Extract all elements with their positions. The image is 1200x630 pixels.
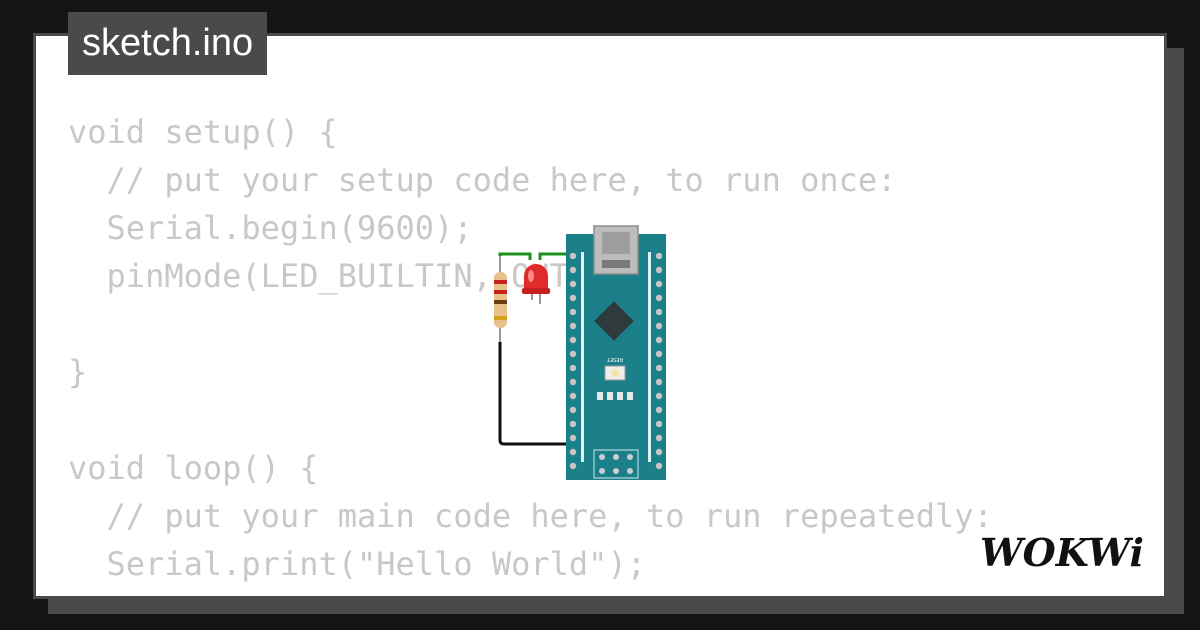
wire-black	[498, 342, 574, 446]
code-line: // put your setup code here, to run once…	[68, 161, 897, 199]
wokwi-logo-text: WOKWi	[980, 530, 1144, 574]
code-line: void loop() {	[68, 449, 319, 487]
code-line: digitalWrite(LED_BUILTIN, !digitalRead(L…	[68, 588, 1128, 596]
file-tab-title[interactable]: sketch.ino	[68, 12, 268, 75]
left-header-pins	[569, 252, 577, 470]
code-line: }	[68, 353, 88, 391]
code-line: Serial.begin(9600);	[68, 209, 473, 247]
arduino-nano-board: RESET	[566, 225, 666, 480]
wire-green-2	[538, 252, 574, 260]
led	[522, 264, 550, 304]
right-header-pins	[655, 252, 663, 470]
pin-silkscreen	[581, 252, 651, 462]
arduino-nano-circuit: RESET	[494, 225, 666, 480]
code-line: Serial.print("Hello World");	[68, 545, 646, 583]
code-line: void setup() {	[68, 113, 338, 151]
reset-label: RESET	[606, 356, 623, 362]
wokwi-logo[interactable]: WOKWi	[978, 528, 1150, 574]
wire-green-1	[498, 252, 532, 260]
code-line: // put your main code here, to run repea…	[68, 497, 993, 535]
resistor	[494, 256, 507, 342]
